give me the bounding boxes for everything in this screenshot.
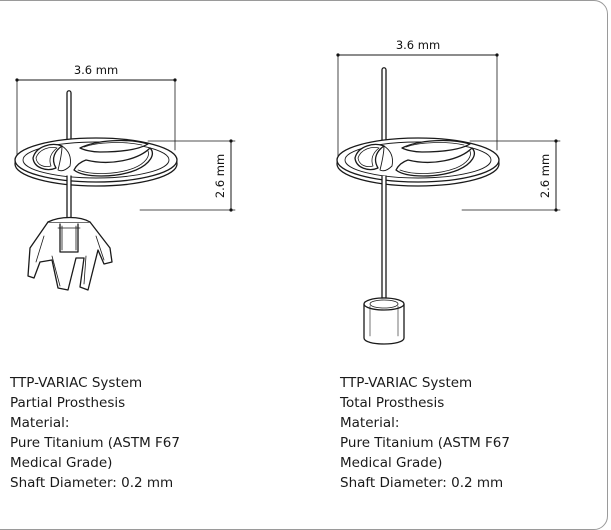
partial-caption-material-label: Material: xyxy=(10,415,70,431)
partial-plate xyxy=(14,137,178,187)
total-foot-cylinder xyxy=(363,297,405,345)
prosthesis-diagrams: 3.6 mm 2.6 mm xyxy=(14,38,561,345)
total-height-dimension xyxy=(461,139,561,212)
total-upper-shaft xyxy=(381,67,387,151)
total-width-label: 3.6 mm xyxy=(396,38,440,52)
partial-lower-shaft xyxy=(66,175,72,223)
total-width-dimension xyxy=(336,53,499,161)
total-prosthesis-drawing xyxy=(336,53,561,345)
total-caption-shaft: Shaft Diameter: 0.2 mm xyxy=(340,475,504,491)
partial-width-label: 3.6 mm xyxy=(74,63,118,77)
partial-width-dimension xyxy=(15,78,177,163)
total-caption: TTP-VARIAC System Total Prosthesis Mater… xyxy=(340,373,510,493)
partial-caption-material: Pure Titanium (ASTM F67 xyxy=(10,435,180,451)
total-height-label: 2.6 mm xyxy=(538,154,552,198)
total-lower-shaft xyxy=(381,175,387,299)
partial-caption-shaft: Shaft Diameter: 0.2 mm xyxy=(10,475,174,491)
partial-caption-grade: Medical Grade) xyxy=(10,455,113,471)
total-plate xyxy=(336,137,500,187)
total-caption-type: Total Prosthesis xyxy=(340,395,445,411)
partial-height-dimension xyxy=(139,139,236,212)
partial-caption-system: TTP-VARIAC System xyxy=(10,375,143,391)
partial-caption-type: Partial Prosthesis xyxy=(10,395,126,411)
partial-bell-clip xyxy=(27,216,113,291)
total-caption-material: Pure Titanium (ASTM F67 xyxy=(340,435,510,451)
partial-prosthesis-drawing xyxy=(14,78,236,291)
partial-caption: TTP-VARIAC System Partial Prosthesis Mat… xyxy=(10,373,180,493)
partial-height-label: 2.6 mm xyxy=(213,154,227,198)
total-caption-grade: Medical Grade) xyxy=(340,455,443,471)
total-caption-material-label: Material: xyxy=(340,415,400,431)
total-caption-system: TTP-VARIAC System xyxy=(340,375,473,391)
